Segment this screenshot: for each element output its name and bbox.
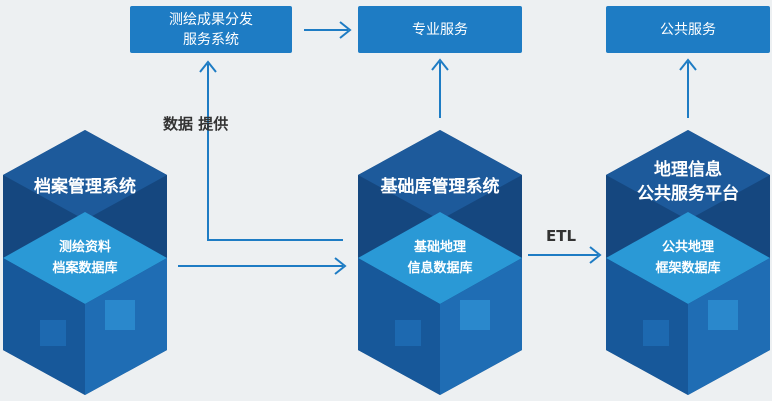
public-db-line2: 框架数据库	[655, 261, 721, 276]
arrowhead-etl	[589, 246, 602, 264]
arrowhead-up-mid	[431, 58, 449, 71]
distribution-line1: 测绘成果分发	[169, 11, 253, 28]
professional-service-label: 专业服务	[412, 21, 468, 38]
archive-db-line1: 测绘资料	[58, 240, 111, 255]
etl-label: ETL	[546, 227, 577, 245]
public-title-line2: 公共服务平台	[637, 184, 739, 204]
basic-db-line2: 信息数据库	[407, 261, 473, 276]
archive-db-line2: 档案数据库	[52, 261, 118, 276]
public-service-label: 公共服务	[660, 21, 716, 38]
arrowhead-basic	[334, 257, 347, 275]
arrow-data-provide	[207, 64, 343, 241]
professional-service-box: 专业服务	[358, 6, 522, 53]
arrowhead-up-right	[679, 58, 697, 71]
archive-title: 档案管理系统	[34, 177, 136, 197]
basic-db-line1: 基础地理	[413, 240, 466, 255]
public-db-line1: 公共地理	[661, 240, 714, 255]
public-title-line1: 地理信息	[654, 160, 722, 180]
arrowhead-data-provide	[199, 60, 217, 73]
data-provide-label: 数据 提供	[163, 115, 229, 133]
distribution-line2: 服务系统	[183, 31, 239, 48]
arrowhead-professional	[339, 21, 352, 39]
distribution-service-box: 测绘成果分发 服务系统	[130, 6, 292, 53]
basic-title: 基础库管理系统	[380, 177, 500, 197]
public-service-box: 公共服务	[606, 6, 770, 53]
